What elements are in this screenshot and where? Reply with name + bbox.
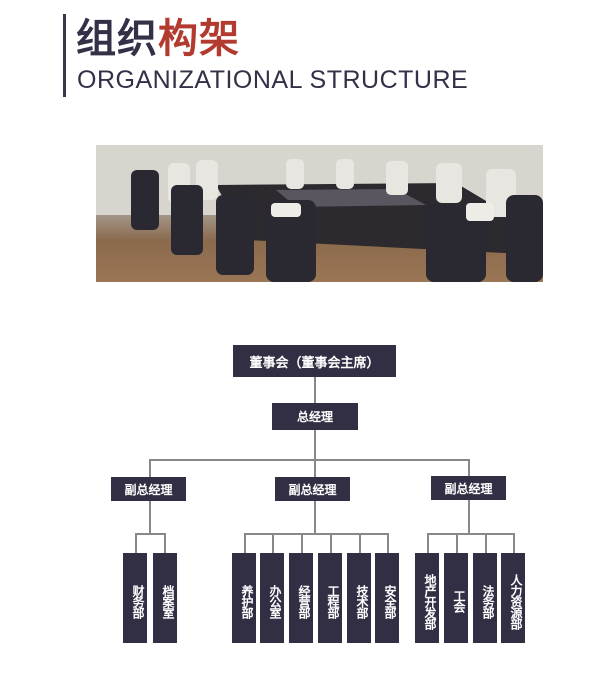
dept-node: 人力资源部 bbox=[501, 553, 525, 643]
connector bbox=[485, 533, 487, 553]
connector bbox=[149, 501, 151, 533]
title-part-2: 构架 bbox=[158, 16, 240, 62]
general-manager-node: 总经理 bbox=[272, 403, 358, 430]
connector bbox=[272, 533, 274, 553]
dept-node: 地产开发部 bbox=[415, 553, 439, 643]
dept-node: 办公室 bbox=[260, 553, 284, 643]
connector bbox=[244, 533, 389, 535]
connector bbox=[135, 533, 137, 553]
page-title: 组织构架 bbox=[76, 14, 240, 64]
connector bbox=[149, 459, 470, 461]
connector bbox=[135, 533, 165, 535]
dept-node: 工程部 bbox=[318, 553, 342, 643]
title-part-1: 组织 bbox=[76, 16, 158, 62]
dept-node: 养护部 bbox=[232, 553, 256, 643]
connector bbox=[468, 500, 470, 533]
board-node: 董事会（董事会主席） bbox=[233, 345, 396, 377]
dept-node: 工会 bbox=[444, 553, 468, 643]
header-accent-bar bbox=[63, 14, 66, 97]
connector bbox=[427, 533, 515, 535]
connector bbox=[301, 533, 303, 553]
connector bbox=[513, 533, 515, 553]
connector bbox=[359, 533, 361, 553]
connector bbox=[314, 430, 316, 477]
vp-node: 副总经理 bbox=[111, 477, 186, 501]
page-subtitle: ORGANIZATIONAL STRUCTURE bbox=[77, 66, 469, 94]
vp-node: 副总经理 bbox=[431, 476, 506, 500]
connector bbox=[149, 459, 151, 477]
connector bbox=[244, 533, 246, 553]
connector bbox=[456, 533, 458, 553]
dept-node: 安全部 bbox=[375, 553, 399, 643]
dept-node: 档案室 bbox=[153, 553, 177, 643]
connector bbox=[330, 533, 332, 553]
dept-node: 技术部 bbox=[347, 553, 371, 643]
connector bbox=[387, 533, 389, 553]
connector bbox=[314, 501, 316, 533]
dept-node: 法务部 bbox=[473, 553, 497, 643]
connector bbox=[164, 533, 166, 553]
meeting-room-photo bbox=[96, 145, 543, 282]
dept-node: 经营部 bbox=[289, 553, 313, 643]
connector bbox=[468, 459, 470, 476]
connector bbox=[427, 533, 429, 553]
dept-node: 财务部 bbox=[123, 553, 147, 643]
vp-node: 副总经理 bbox=[275, 477, 350, 501]
connector bbox=[314, 377, 316, 403]
